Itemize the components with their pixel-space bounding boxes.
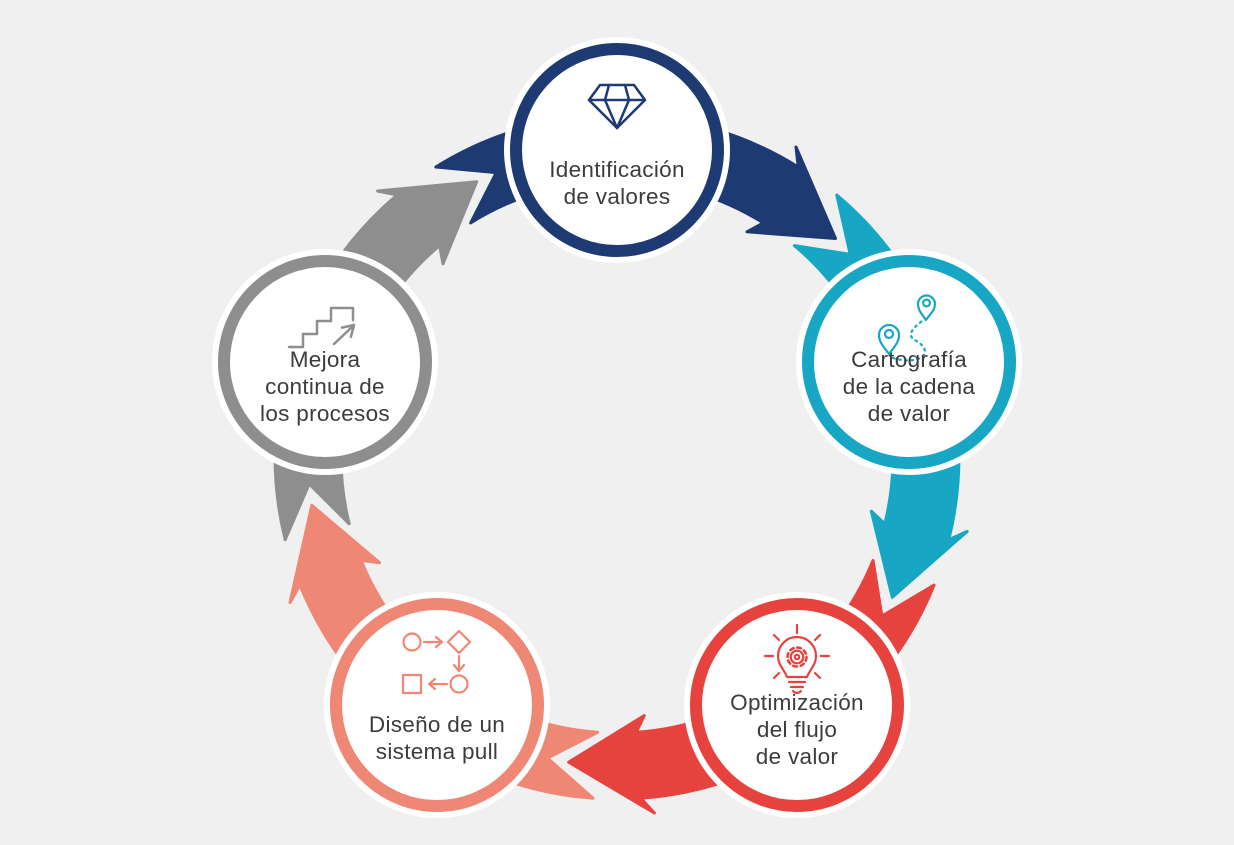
flow-arrow-left bbox=[427, 677, 449, 691]
step-label: Optimización del flujo de valor bbox=[730, 690, 864, 769]
step-label: Diseño de un sistema pull bbox=[369, 712, 505, 764]
step-label-line: de valor bbox=[756, 744, 839, 769]
bulb-rays bbox=[763, 623, 831, 680]
step-label-line: sistema pull bbox=[376, 739, 498, 764]
diamond-icon bbox=[587, 83, 647, 130]
bulb-outline bbox=[776, 635, 818, 679]
bulb-base-lines bbox=[787, 680, 807, 695]
map-pin-right bbox=[916, 294, 937, 322]
map-pin-left-hole bbox=[883, 328, 895, 340]
flow-arrow-right bbox=[422, 635, 444, 649]
gear-teeth bbox=[786, 646, 808, 668]
map-pin-left bbox=[877, 323, 901, 356]
diamond-crown-facets bbox=[603, 83, 631, 102]
node-ring bbox=[510, 43, 724, 257]
step-node-diseno-de-un-sistema-pull: Diseño de un sistema pull bbox=[324, 592, 550, 818]
step-label: Cartografía de la cadena de valor bbox=[843, 347, 976, 426]
map-pin-right-hole bbox=[922, 298, 932, 308]
gear-hole bbox=[793, 653, 801, 661]
step-node-identificacion-de-valores: Identificación de valores bbox=[504, 37, 730, 263]
step-node-optimizacion-del-flujo-de-valor: Optimización del flujo de valor bbox=[684, 592, 910, 818]
step-label-line: del flujo bbox=[757, 717, 837, 742]
step-node-mejora-continua-de-los-procesos: Mejora continua de los procesos bbox=[212, 249, 438, 475]
diamond-outline bbox=[587, 83, 647, 130]
flow-arrow-down bbox=[452, 654, 466, 673]
lightbulb-gear-icon bbox=[763, 623, 831, 695]
step-label-line: de valor bbox=[868, 401, 951, 426]
step-node-cartografia-de-la-cadena-de-valor: Cartografía de la cadena de valor bbox=[796, 249, 1022, 475]
growth-arrow bbox=[332, 323, 356, 346]
flowchart-pull-icon bbox=[401, 629, 472, 695]
flow-circle-top bbox=[402, 632, 422, 652]
flow-square bbox=[401, 673, 423, 695]
step-label-line: Diseño de un bbox=[369, 712, 505, 737]
stairs-growth-icon bbox=[287, 306, 356, 349]
step-label: Mejora continua de los procesos bbox=[260, 347, 390, 426]
flow-circle-bottom bbox=[449, 674, 469, 694]
node-ring bbox=[218, 255, 432, 469]
step-label-line: continua de bbox=[265, 374, 385, 399]
map-route-icon bbox=[877, 294, 937, 362]
node-ring bbox=[690, 598, 904, 812]
gear-body bbox=[789, 649, 805, 665]
step-label-line: Identificación bbox=[549, 157, 685, 182]
node-ring bbox=[330, 598, 544, 812]
step-label: Identificación de valores bbox=[549, 157, 685, 209]
step-label-line: los procesos bbox=[260, 401, 390, 426]
step-label-line: de valores bbox=[564, 184, 671, 209]
step-label-line: Mejora bbox=[290, 347, 361, 372]
step-label-line: de la cadena bbox=[843, 374, 976, 399]
map-dotted-route bbox=[891, 318, 926, 362]
stairs-steps bbox=[287, 306, 355, 349]
step-label-line: Optimización bbox=[730, 690, 864, 715]
node-ring bbox=[802, 255, 1016, 469]
diamond-pavilion-facets bbox=[603, 98, 631, 130]
flow-diamond bbox=[446, 629, 472, 655]
step-label-line: Cartografía bbox=[851, 347, 967, 372]
